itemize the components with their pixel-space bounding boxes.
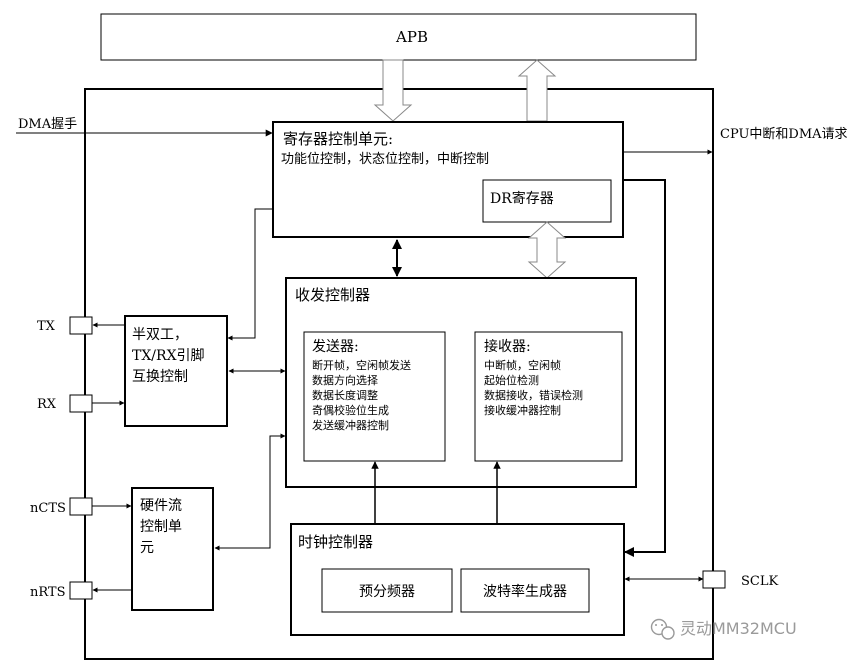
receiver-item: 中断帧，空闲帧 [484,358,561,372]
reg-to-half-duplex-arrow [227,208,273,341]
clock-controller-title: 时钟控制器 [298,533,373,551]
register-control-title: 寄存器控制单元: [283,130,393,148]
cpu-irq-dma-label: CPU中断和DMA请求 [720,127,848,142]
dr-register-box [482,179,612,223]
apb-to-reg-hollow-arrow [373,59,413,122]
dr-register-label: DR寄存器 [490,190,554,207]
transmitter-box [303,331,446,462]
prescaler-box [321,568,453,613]
half-duplex-block [124,315,228,427]
hw-flow-txrx-link [214,433,286,551]
receiver-item: 数据接收，错误检测 [484,388,583,402]
receiver-item: 接收缓冲器控制 [484,403,561,417]
nrts-pin [69,581,93,600]
transmitter-item: 奇偶校验位生成 [312,403,389,417]
transmitter-item: 数据长度调整 [312,388,378,402]
apb-label: APB [395,28,428,46]
baud-generator-label: 波特率生成器 [483,583,567,600]
apb-bus-box [100,13,697,61]
half-duplex-line: 互换控制 [132,368,188,385]
tx-pin-label: TX [37,319,56,334]
receiver-item: 起始位检测 [484,373,539,387]
reg-to-clock-arrow [623,179,666,557]
receiver-box [474,331,623,462]
ncts-pin [69,497,93,516]
hw-flow-control-block [131,487,214,611]
reg-to-apb-hollow-arrow [517,59,557,122]
transmitter-title: 发送器: [312,339,359,355]
receiver-title: 接收器: [484,338,531,355]
wechat-watermark: 灵动MM32MCU [650,618,797,640]
hw-flow-line: 控制单 [140,519,182,535]
register-control-subtitle: 功能位控制，状态位控制，中断控制 [281,152,489,167]
txrx-controller-title: 收发控制器 [295,286,370,304]
tx-pin [69,316,93,335]
hw-flow-line: 硬件流 [140,498,182,514]
rx-pin [69,394,93,413]
hw-flow-line: 元 [140,540,154,556]
ncts-pin-label: nCTS [30,501,66,516]
prescaler-label: 预分频器 [359,584,415,600]
sclk-pin-label: SCLK [741,574,778,589]
rx-pin-label: RX [37,397,57,412]
baud-generator-box [460,568,590,613]
wechat-icon [650,618,675,640]
half-duplex-line: 半双工， [132,327,188,343]
nrts-pin-label: nRTS [30,585,66,600]
dma-handshake-label: DMA握手 [18,117,77,132]
transmitter-item: 数据方向选择 [312,373,378,387]
transmitter-item: 断开帧，空闲帧发送 [312,358,411,372]
half-duplex-line: TX/RX引脚 [132,348,205,364]
transmitter-item: 发送缓冲器控制 [312,418,389,432]
sclk-pin [702,570,726,589]
watermark-label: 灵动MM32MCU [680,619,797,638]
